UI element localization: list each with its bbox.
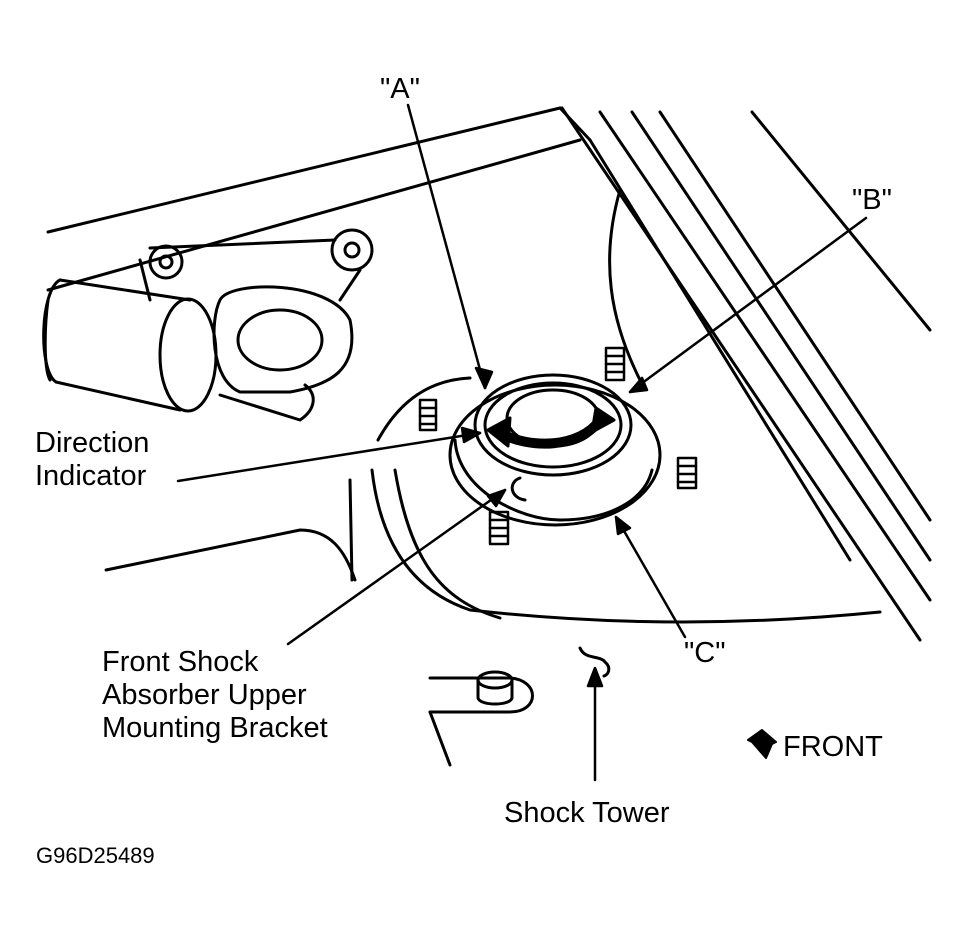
stud-bottom bbox=[488, 510, 510, 546]
arrowhead-shock-tower bbox=[586, 666, 604, 688]
arrowhead-c bbox=[614, 515, 632, 536]
tower-hook-mark bbox=[578, 646, 611, 678]
lower-bolt bbox=[428, 670, 534, 767]
direction-arrow bbox=[486, 406, 616, 449]
label-shock-tower: Shock Tower bbox=[504, 797, 670, 829]
fender-lines bbox=[560, 106, 932, 642]
label-direction-line2: Indicator bbox=[35, 460, 147, 492]
label-b: "B" bbox=[852, 184, 892, 216]
arrowhead-direction bbox=[460, 426, 482, 444]
leader-a bbox=[406, 103, 487, 390]
leader-direction bbox=[176, 431, 482, 483]
mounting-studs bbox=[418, 346, 698, 546]
leader-b bbox=[628, 216, 868, 394]
leader-bracket bbox=[286, 488, 507, 646]
upper-mount-bracket bbox=[448, 373, 662, 527]
leader-c bbox=[614, 515, 687, 639]
stud-left bbox=[418, 398, 438, 432]
arrowhead-a bbox=[474, 366, 494, 390]
label-bracket-line2: Absorber Upper bbox=[102, 679, 307, 711]
arrowhead-b bbox=[628, 376, 649, 394]
stud-top-right bbox=[604, 346, 626, 382]
stud-right bbox=[676, 456, 698, 490]
label-a: "A" bbox=[380, 73, 420, 105]
leader-lines bbox=[176, 103, 868, 782]
label-front: FRONT bbox=[783, 731, 883, 763]
label-c: "C" bbox=[684, 637, 726, 669]
arrowhead-bracket bbox=[486, 488, 507, 508]
wiper-motor bbox=[42, 228, 374, 422]
figure-id: G96D25489 bbox=[36, 843, 155, 868]
cowl-panel bbox=[46, 106, 592, 292]
label-direction-line1: Direction bbox=[35, 427, 150, 459]
label-bracket-line3: Mounting Bracket bbox=[102, 712, 328, 744]
front-arrow-icon bbox=[747, 729, 777, 759]
label-bracket-line1: Front Shock bbox=[102, 646, 259, 678]
shock-tower-body bbox=[104, 188, 882, 624]
bracket-hook-mark bbox=[510, 476, 527, 502]
